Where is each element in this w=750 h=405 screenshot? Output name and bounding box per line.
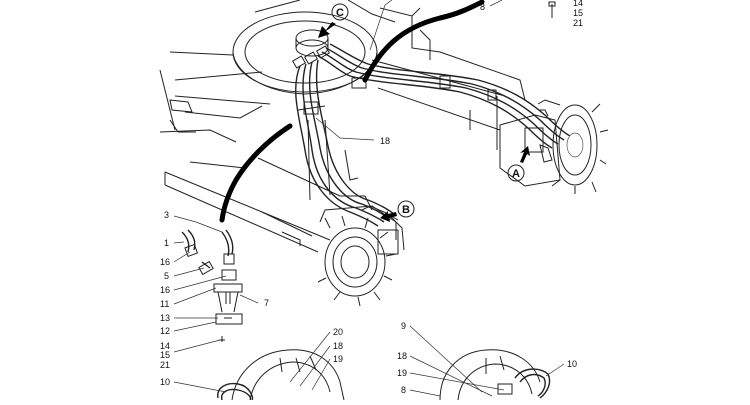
callout-br-9: 9: [401, 321, 406, 331]
svg-text:A: A: [512, 168, 520, 180]
callout-inset-7: 7: [264, 298, 269, 308]
callout-inset-12: 12: [160, 326, 170, 336]
svg-text:C: C: [336, 7, 344, 19]
undercarriage-frame: [159, 0, 526, 253]
arrow-a: [520, 146, 530, 163]
left-travel-motor: [317, 205, 405, 307]
callout-bl-19: 19: [333, 354, 343, 364]
callout-inset-13: 13: [160, 313, 170, 323]
callout-bl-10: 10: [160, 377, 170, 387]
callout-inset-21: 21: [160, 360, 170, 370]
callout-br-18: 18: [397, 351, 407, 361]
callout-labels: 8 14 15 21 18 3 1 16 5 16 11 13 12 7 14 …: [160, 0, 583, 395]
view-marker-a: A: [507, 146, 530, 182]
callout-top-8: 8: [480, 2, 485, 12]
bottom-left-motor-detail: [217, 349, 345, 401]
callout-top-21: 21: [573, 18, 583, 28]
callout-inset-5: 5: [164, 271, 169, 281]
callout-br-19: 19: [397, 368, 407, 378]
callout-inset-3: 3: [164, 210, 169, 220]
callout-inset-14: 14: [160, 341, 170, 351]
arrow-b: [380, 211, 397, 222]
separator-arc-top: [362, 0, 485, 83]
callout-bl-20: 20: [333, 327, 343, 337]
view-marker-b: B: [380, 200, 415, 222]
bottom-right-motor-detail: [439, 349, 551, 401]
callout-inset-11: 11: [160, 299, 169, 309]
callout-br-10: 10: [567, 359, 577, 369]
callout-top-14: 14: [573, 0, 583, 8]
separator-arc-left: [219, 123, 293, 223]
callout-bl-18: 18: [333, 341, 343, 351]
fitting-detail-inset: [181, 229, 243, 342]
hydraulic-hoses: [291, 43, 571, 227]
right-travel-motor: [499, 99, 609, 194]
svg-text:B: B: [402, 204, 410, 216]
callout-inset-1: 1: [164, 238, 169, 248]
arrow-c: [318, 22, 336, 38]
callout-inset-15: 15: [160, 350, 170, 360]
callout-inset-16b: 16: [160, 285, 170, 295]
callout-top-15: 15: [573, 8, 583, 18]
callout-br-8: 8: [401, 385, 406, 395]
bolt-symbol-top: [548, 1, 556, 18]
callout-mid-18: 18: [380, 136, 390, 146]
view-marker-c: C: [318, 3, 349, 38]
leader-lines: [173, 0, 565, 397]
callout-inset-16a: 16: [160, 257, 170, 267]
